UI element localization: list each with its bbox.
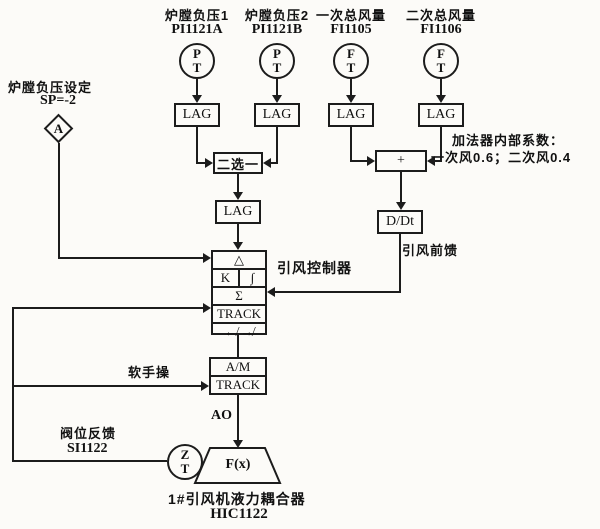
connector — [196, 127, 198, 164]
sensor-1-label: 炉膛负压1 — [164, 8, 230, 23]
pressure-transmitter-2: P T — [259, 43, 295, 79]
arrowhead — [205, 158, 213, 168]
arrowhead — [436, 95, 446, 103]
adder-note-line1: 加法器内部系数： — [452, 133, 565, 148]
pt2-letter-bottom: T — [272, 60, 282, 75]
connector — [237, 174, 239, 193]
connector — [196, 79, 198, 96]
sensor-3-label: 一次总风量 — [315, 8, 386, 23]
gain-cell: K — [213, 270, 240, 286]
connector — [276, 127, 278, 164]
ft1-letter-top: F — [347, 46, 355, 61]
connector — [12, 385, 202, 387]
adder-block: + — [375, 150, 427, 172]
arrowhead — [203, 303, 211, 313]
ft2-letter-bottom: T — [436, 60, 446, 75]
setpoint-value: SP=-2 — [40, 93, 76, 108]
integral-cell: ∫ — [250, 270, 255, 285]
limiter-row: ↚ ↛ — [213, 322, 265, 340]
am-mode-row: A/M — [225, 359, 251, 374]
connector — [400, 172, 402, 203]
sensor-2-tag: PI1121B — [251, 22, 303, 37]
arrowhead — [272, 95, 282, 103]
connector — [351, 160, 368, 162]
actuator-name: 1#引风机液力耦合器 — [168, 491, 306, 507]
connector — [440, 127, 442, 162]
fx-label: F(x) — [225, 457, 251, 472]
arrowhead — [233, 440, 243, 448]
connector — [350, 127, 352, 162]
arrowhead — [192, 95, 202, 103]
zt-letter-top: Z — [180, 447, 190, 462]
setpoint-source-letter: A — [53, 121, 64, 136]
pressure-transmitter-1: P T — [179, 43, 215, 79]
arrowhead — [233, 192, 243, 200]
connector — [350, 79, 352, 96]
connector — [197, 162, 206, 164]
zt-letter-bottom: T — [180, 461, 190, 476]
track-row: TRACK — [213, 304, 265, 322]
flow-transmitter-1: F T — [333, 43, 369, 79]
controller-name: 引风控制器 — [277, 260, 352, 276]
arrowhead — [367, 156, 375, 166]
connector — [275, 291, 401, 293]
flow-transmitter-2: F T — [423, 43, 459, 79]
arrowhead — [263, 158, 271, 168]
am-track-row: TRACK — [211, 375, 265, 393]
arrowhead — [267, 287, 275, 297]
pt1-letter-top: P — [193, 46, 201, 61]
deviation-row: △ — [234, 252, 244, 267]
connector — [12, 460, 167, 462]
auto-manual-station: A/M TRACK — [209, 357, 267, 395]
soft-manual-label: 软手操 — [128, 365, 171, 380]
derivative-block: D/Dt — [377, 210, 423, 234]
actuator-tag: HIC1122 — [210, 506, 268, 522]
sensor-2-label: 炉膛负压2 — [244, 8, 310, 23]
connector — [58, 143, 60, 259]
arrowhead — [233, 242, 243, 250]
lag-block-1: LAG — [174, 103, 220, 127]
valve-feedback-tag: SI1122 — [67, 441, 108, 456]
lag-block-main: LAG — [215, 200, 261, 224]
connector — [276, 79, 278, 96]
connector — [237, 224, 239, 243]
setpoint-title: 炉膛负压设定 — [8, 80, 93, 95]
sensor-4-tag: FI1106 — [420, 22, 462, 37]
arrowhead — [346, 95, 356, 103]
arrowhead — [203, 253, 211, 263]
pi-row: K ∫ — [213, 268, 265, 286]
feedforward-label: 引风前馈 — [402, 243, 459, 258]
valve-feedback-title: 阀位反馈 — [60, 426, 117, 441]
sensor-3-tag: FI1105 — [330, 22, 372, 37]
connector — [58, 257, 204, 259]
connector — [433, 160, 441, 162]
sum-row: Σ — [213, 286, 265, 304]
arrowhead — [201, 381, 209, 391]
lag-block-3: LAG — [328, 103, 374, 127]
connector — [399, 234, 401, 293]
pt2-letter-top: P — [273, 46, 281, 61]
connector — [440, 79, 442, 96]
position-transmitter: Z T — [167, 444, 203, 480]
adder-note-line2: 一次风0.6；二次风0.4 — [431, 150, 572, 165]
draft-controller-block: △ K ∫ Σ TRACK ↚ ↛ — [211, 250, 267, 339]
connector — [237, 335, 239, 357]
connector — [271, 162, 278, 164]
ao-signal-label: AO — [211, 408, 232, 423]
connector — [237, 395, 239, 441]
ft2-letter-top: F — [437, 46, 445, 61]
connector — [12, 307, 204, 309]
pt1-letter-bottom: T — [192, 60, 202, 75]
arrowhead — [396, 202, 406, 210]
lag-block-2: LAG — [254, 103, 300, 127]
sensor-1-tag: PI1121A — [171, 22, 223, 37]
ft1-letter-bottom: T — [346, 60, 356, 75]
sensor-4-label: 二次总风量 — [405, 8, 476, 23]
select-one-of-two-block: 二选一 — [213, 152, 263, 174]
lag-block-4: LAG — [418, 103, 464, 127]
arrowhead — [427, 156, 435, 166]
